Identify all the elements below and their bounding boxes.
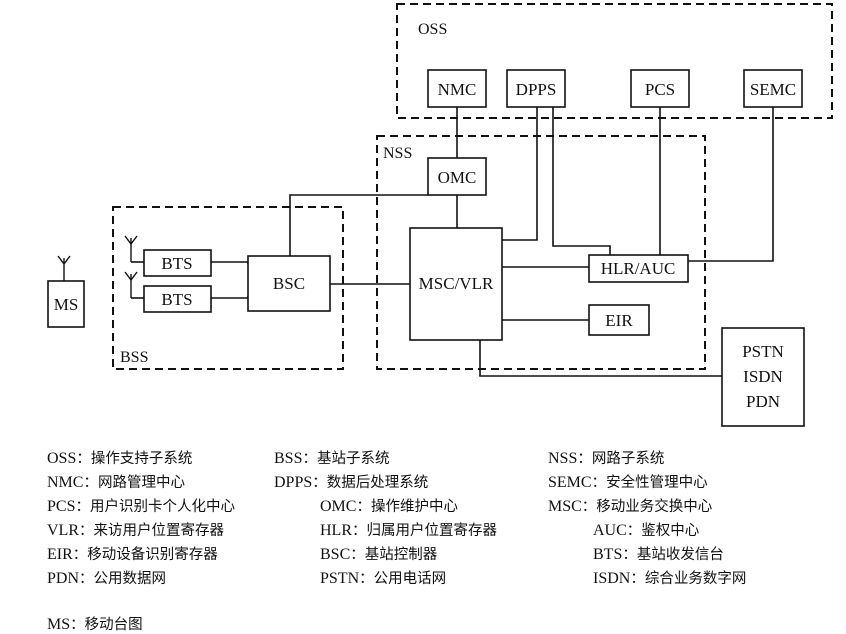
msc-vlr-label: MSC/VLR: [419, 274, 494, 293]
nss-group-border: [376, 135, 706, 370]
hlr-auc-box: [588, 254, 689, 283]
bss-group-border: [112, 206, 344, 370]
link-msc-pstn: [479, 340, 722, 377]
semc-box: [743, 69, 803, 108]
nmc-label: NMC: [438, 80, 477, 99]
oss-group-border: [396, 3, 833, 119]
omc-label: OMC: [438, 168, 477, 187]
bss-group-label: BSS: [120, 349, 148, 366]
link-dpps-hlr: [552, 107, 611, 255]
nmc-box: [427, 69, 487, 108]
hlr-auc-label: HLR/AUC: [601, 259, 676, 278]
ms-antenna-icon: [57, 255, 71, 281]
pdn-label: PDN: [746, 392, 780, 411]
omc-box: [427, 157, 487, 196]
bsc-label: BSC: [273, 274, 305, 293]
bts1-antenna-icon: [124, 235, 138, 262]
isdn-label: ISDN: [743, 367, 783, 386]
semc-label: SEMC: [750, 80, 796, 99]
nss-group-label: NSS: [383, 145, 412, 162]
ms-label: MS: [54, 295, 79, 314]
ms-box: [47, 280, 85, 328]
msc-vlr-box: [409, 227, 503, 341]
eir-label: EIR: [605, 311, 633, 330]
bts2-antenna-icon: [124, 271, 138, 298]
dpps-label: DPPS: [516, 80, 557, 99]
bts1-label: BTS: [161, 254, 192, 273]
dpps-box: [506, 69, 566, 108]
bts2-box: [143, 285, 212, 313]
pstn-box: [721, 327, 805, 427]
link-semc-hlr: [688, 107, 774, 262]
eir-box: [588, 304, 650, 336]
bsc-box: [247, 255, 331, 312]
link-omc-bsc: [289, 194, 428, 256]
pstn-label: PSTN: [742, 342, 784, 361]
oss-group-label: OSS: [418, 21, 447, 38]
link-bts2-bsc: [211, 296, 249, 299]
pcs-label: PCS: [645, 80, 675, 99]
pcs-box: [630, 69, 690, 108]
bts1-box: [143, 249, 212, 277]
link-dpps-msc: [502, 107, 538, 241]
link-bts1-bsc: [211, 261, 249, 264]
bts2-label: BTS: [161, 290, 192, 309]
